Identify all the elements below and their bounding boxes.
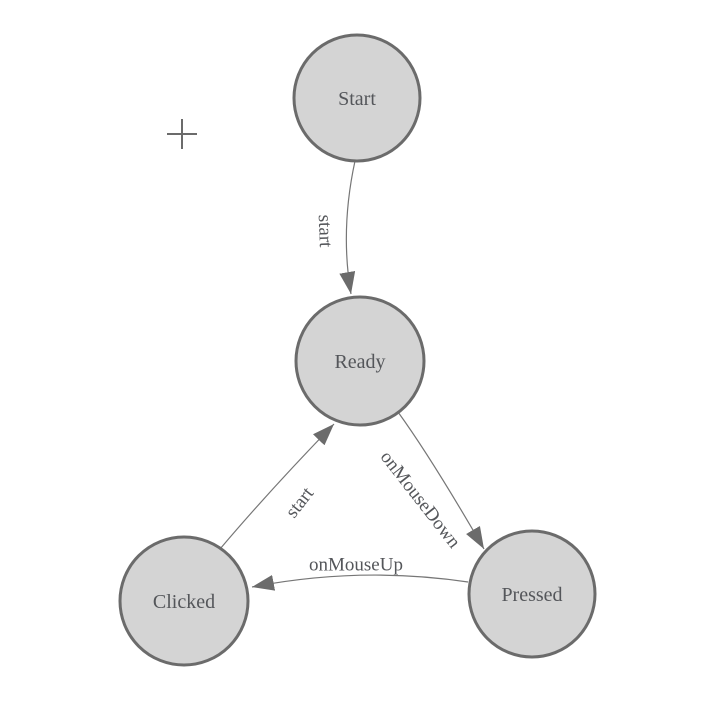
state-node-label-clicked: Clicked <box>153 591 215 613</box>
edge-clicked-to-ready[interactable] <box>219 423 335 550</box>
state-node-start[interactable] <box>292 33 422 163</box>
edge-label-pressed-to-clicked: onMouseUp <box>309 555 403 576</box>
edge-pressed-to-clicked[interactable] <box>251 574 469 591</box>
state-node-pressed[interactable] <box>467 529 597 659</box>
state-node-label-start: Start <box>338 88 376 110</box>
state-node-label-pressed: Pressed <box>501 584 562 606</box>
edge-label-start-to-ready: start <box>314 214 336 248</box>
edge-label-ready-to-pressed: onMouseDown <box>376 447 465 553</box>
state-node-clicked[interactable] <box>118 535 250 667</box>
edge-ready-to-pressed[interactable] <box>397 411 485 550</box>
state-node-ready[interactable] <box>294 295 426 427</box>
edge-start-to-ready[interactable] <box>339 160 356 295</box>
edge-label-clicked-to-ready: start <box>282 483 319 522</box>
crosshair-cursor-icon <box>167 119 197 149</box>
state-node-label-ready: Ready <box>334 351 385 373</box>
